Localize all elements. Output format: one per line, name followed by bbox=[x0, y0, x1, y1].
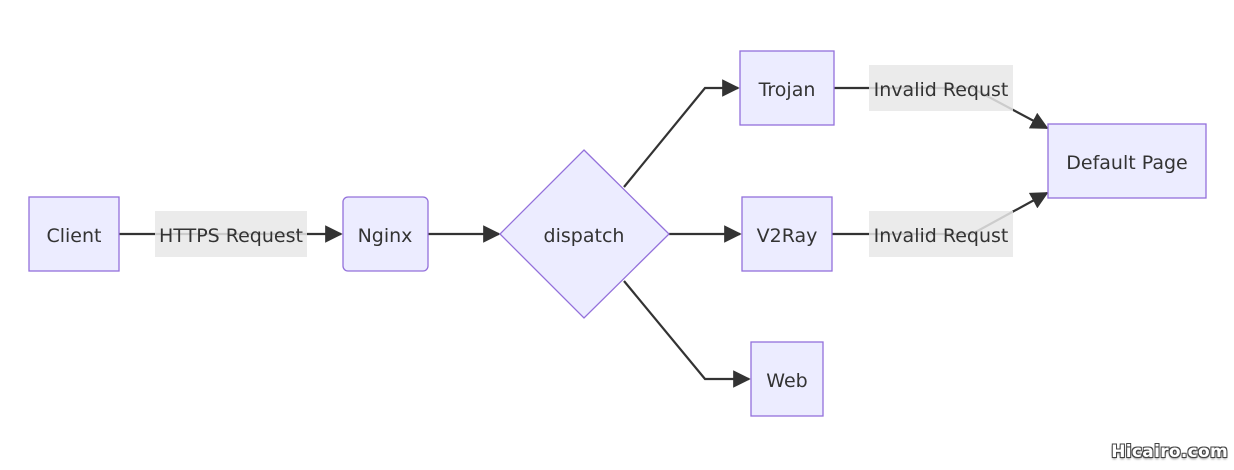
svg-text:Client: Client bbox=[46, 225, 101, 247]
svg-text:Invalid Requst: Invalid Requst bbox=[874, 225, 1009, 247]
edge-dispatch-web bbox=[623, 280, 751, 388]
svg-text:Invalid Requst: Invalid Requst bbox=[874, 79, 1009, 101]
node-trojan: Trojan bbox=[739, 50, 835, 126]
node-v2ray: V2Ray bbox=[741, 196, 833, 272]
node-nginx: Nginx bbox=[342, 196, 429, 272]
svg-text:Trojan: Trojan bbox=[758, 79, 816, 101]
node-web: Web bbox=[750, 341, 824, 417]
svg-text:Default Page: Default Page bbox=[1066, 152, 1187, 174]
svg-text:dispatch: dispatch bbox=[544, 225, 625, 247]
edge-label-invalid-request-v2ray: Invalid Requst bbox=[869, 211, 1013, 257]
node-client: Client bbox=[28, 196, 120, 272]
node-dispatch: dispatch bbox=[499, 149, 670, 319]
edge-label-https-request: HTTPS Request bbox=[155, 211, 307, 257]
edge-dispatch-trojan bbox=[623, 79, 740, 188]
svg-text:Nginx: Nginx bbox=[358, 225, 413, 247]
node-default-page: Default Page bbox=[1047, 123, 1207, 199]
svg-text:HTTPS Request: HTTPS Request bbox=[159, 225, 303, 247]
svg-text:V2Ray: V2Ray bbox=[757, 225, 818, 247]
edge-label-invalid-request-trojan: Invalid Requst bbox=[869, 65, 1013, 111]
watermark: Hicairo.com bbox=[1111, 442, 1228, 462]
svg-text:Web: Web bbox=[766, 370, 807, 392]
